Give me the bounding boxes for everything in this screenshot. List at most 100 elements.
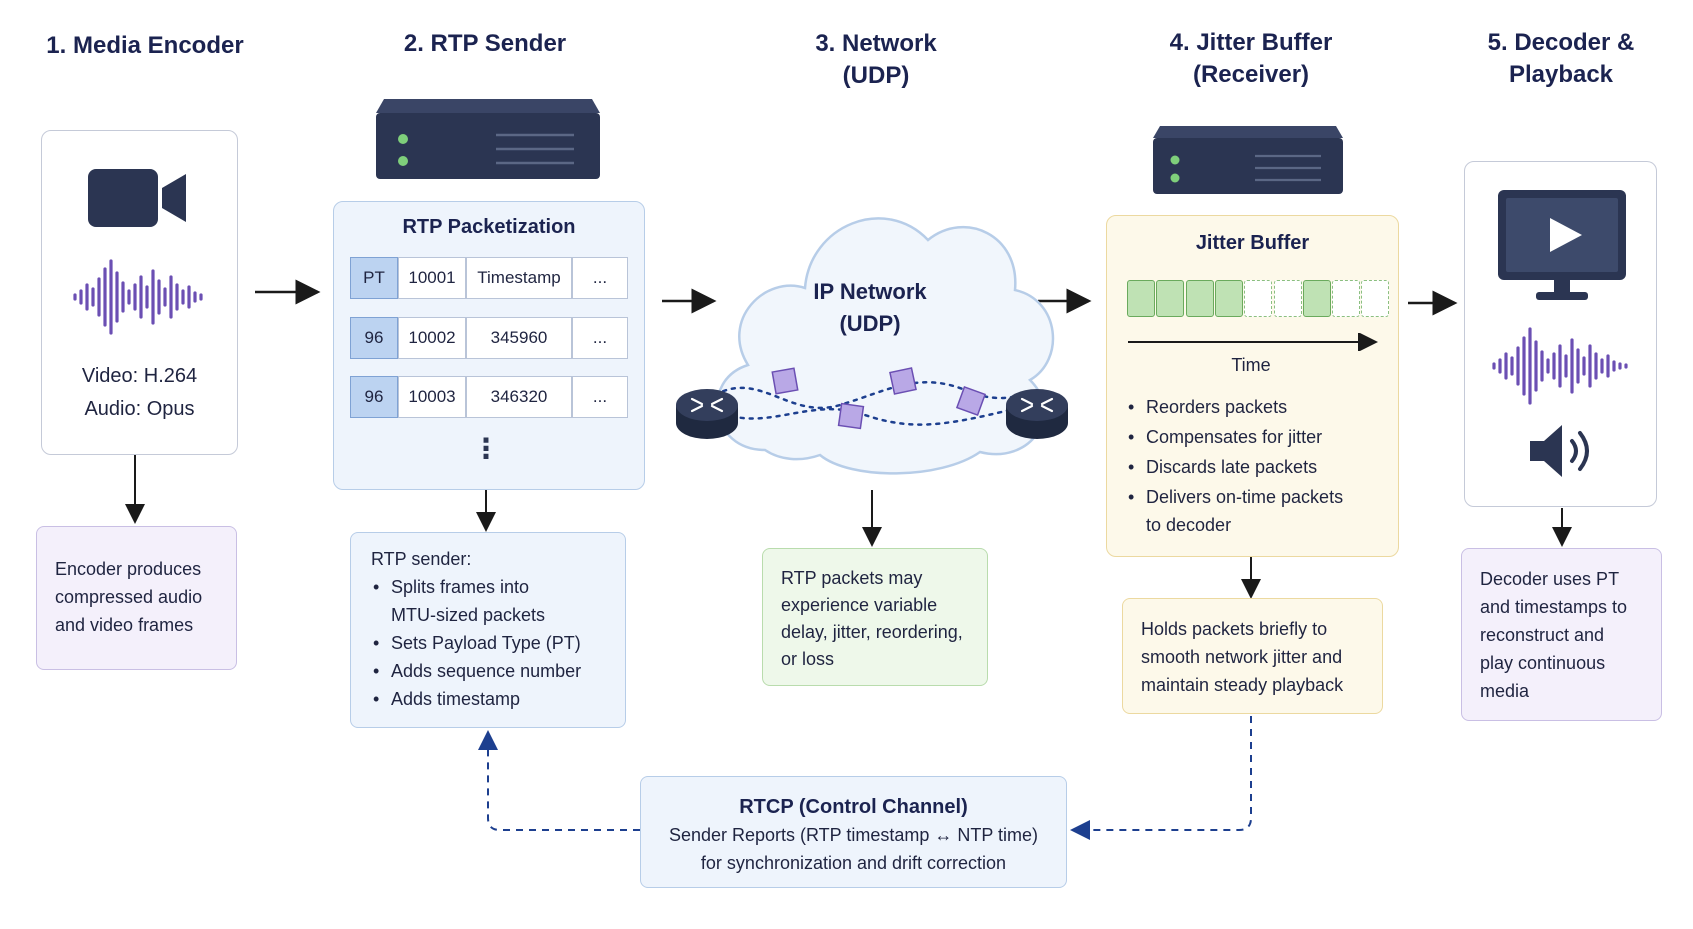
jitter-note: Holds packets briefly to smooth network …	[1122, 598, 1383, 714]
jitter-slot-empty	[1273, 280, 1302, 317]
encoder-codecs: Video: H.264 Audio: Opus	[41, 360, 238, 426]
jitter-buffer-item: Discards late packets	[1126, 452, 1391, 482]
jitter-slot-filled	[1214, 280, 1243, 317]
network-note-line: RTP packets may	[781, 568, 923, 588]
jitter-buffer-item-line: to decoder	[1146, 515, 1232, 535]
rtcp-title: RTCP (Control Channel)	[739, 796, 968, 818]
monitor-play-icon	[1498, 190, 1626, 300]
stage-title-encoder: 1. Media Encoder	[15, 30, 275, 62]
sender-note-item: Adds sequence number	[371, 657, 605, 685]
jitter-note-line: maintain steady playback	[1141, 675, 1344, 695]
stage-title-sender-text: 2. RTP Sender	[403, 30, 567, 57]
rtp-cell-seq: 10001	[398, 257, 466, 299]
rtp-packet-row: 96 10003 346320 ...	[350, 376, 628, 418]
rtp-cell-pt: 96	[350, 376, 398, 418]
network-label: IP Network (UDP)	[770, 276, 970, 340]
network-note: RTP packets may experience variable dela…	[762, 548, 988, 686]
rtp-cell-ts: 345960	[466, 317, 572, 359]
time-axis	[1128, 333, 1378, 351]
waveform-icon	[73, 259, 203, 335]
network-label-line1: IP Network	[813, 279, 927, 304]
jitter-slot-filled	[1127, 280, 1155, 317]
router-icon	[1006, 389, 1068, 439]
rtp-cell-ts: 346320	[466, 376, 572, 418]
rtcp-line2: for synchronization and drift correction	[700, 853, 1007, 873]
stage-title-encoder-text: 1. Media Encoder	[46, 32, 244, 59]
rtp-cell-more: ...	[572, 317, 628, 359]
sender-note-item: Sets Payload Type (PT)	[371, 629, 605, 657]
server-icon	[376, 99, 600, 179]
network-cloud	[713, 217, 1055, 475]
network-note-line: delay, jitter, reordering,	[781, 622, 963, 642]
rtcp-line1: Sender Reports (RTP timestamp ↔ NTP time…	[668, 825, 1039, 845]
network-note-line: experience variable	[781, 595, 938, 615]
jitter-buffer-item: Delivers on-time packets to decoder	[1126, 482, 1391, 538]
jitter-note-line: Holds packets briefly to	[1141, 619, 1328, 639]
jitter-buffer-item: Reorders packets	[1126, 392, 1391, 422]
rtp-cell-pt: PT	[350, 257, 398, 299]
jitter-buffer-list: Reorders packets Compensates for jitter …	[1126, 392, 1391, 538]
stage-title-decoder-line1: 5. Decoder &	[1487, 29, 1635, 56]
decoder-note-line: Decoder uses PT	[1480, 569, 1620, 589]
speaker-icon	[1530, 425, 1589, 477]
rtp-cell-more: ...	[572, 257, 628, 299]
packetization-title: RTP Packetization	[402, 216, 576, 238]
sender-note: RTP sender: Splits frames into MTU-sized…	[350, 532, 626, 728]
network-note-line: or loss	[781, 649, 835, 669]
jitter-slot-filled	[1185, 280, 1214, 317]
rtp-cell-seq: 10003	[398, 376, 466, 418]
encoder-note-line: compressed audio	[55, 587, 203, 607]
video-camera-icon	[88, 169, 186, 227]
stage-title-decoder-line2: Playback	[1508, 61, 1614, 88]
rtp-header-row: PT 10001 Timestamp ...	[350, 257, 628, 299]
encoder-audio-codec: Audio: Opus	[84, 398, 195, 420]
sender-note-item: Adds timestamp	[371, 685, 605, 713]
sender-note-heading: RTP sender:	[371, 549, 472, 569]
stage-title-jitter-line2: (Receiver)	[1192, 61, 1310, 88]
jitter-slot-empty	[1361, 280, 1390, 317]
time-axis-label: Time	[1231, 355, 1271, 375]
rtcp-feedback-from-jitter	[1070, 716, 1252, 840]
sender-note-item-line: Splits frames into	[391, 577, 530, 597]
stage-title-jitter: 4. Jitter Buffer (Receiver)	[1121, 27, 1381, 91]
decoder-note: Decoder uses PT and timestamps to recons…	[1461, 548, 1662, 721]
stage-title-network-line1: 3. Network	[815, 30, 937, 57]
rtp-cell-ts: Timestamp	[466, 257, 572, 299]
sender-note-item: Splits frames into MTU-sized packets	[371, 573, 605, 629]
router-icon	[676, 389, 738, 439]
decoder-note-line: reconstruct and	[1480, 625, 1605, 645]
jitter-slot-empty	[1244, 280, 1273, 317]
jitter-buffer-item: Compensates for jitter	[1126, 422, 1391, 452]
encoder-note-line: and video frames	[55, 615, 194, 635]
rtcp-feedback-to-sender	[478, 730, 640, 831]
stage-title-sender: 2. RTP Sender	[355, 28, 615, 60]
stage-title-network: 3. Network (UDP)	[746, 28, 1006, 92]
encoder-video-codec: Video: H.264	[81, 365, 198, 387]
jitter-buffer-title: Jitter Buffer	[1195, 232, 1310, 254]
encoder-note: Encoder produces compressed audio and vi…	[36, 526, 237, 670]
rtp-cell-more: ...	[572, 376, 628, 418]
stage-title-decoder: 5. Decoder & Playback	[1431, 27, 1691, 91]
waveform-icon	[1492, 327, 1628, 405]
decoder-note-line: media	[1480, 681, 1530, 701]
packetization-more-rows: ⋮	[472, 433, 500, 464]
sender-note-list: Splits frames into MTU-sized packets Set…	[371, 573, 605, 713]
decoder-note-line: and timestamps to	[1480, 597, 1628, 617]
jitter-slot-empty	[1332, 280, 1361, 317]
jitter-buffer-item-line: Delivers on-time packets	[1146, 487, 1344, 507]
jitter-slot-filled	[1156, 280, 1185, 317]
sender-note-item-line: MTU-sized packets	[391, 605, 546, 625]
stage-title-jitter-line1: 4. Jitter Buffer	[1169, 29, 1333, 56]
jitter-note-line: smooth network jitter and	[1141, 647, 1343, 667]
rtp-cell-seq: 10002	[398, 317, 466, 359]
encoder-note-line: Encoder produces	[55, 559, 202, 579]
network-label-line2: (UDP)	[839, 311, 901, 336]
rtp-packet-row: 96 10002 345960 ...	[350, 317, 628, 359]
rtp-cell-pt: 96	[350, 317, 398, 359]
server-icon	[1153, 126, 1343, 194]
stage-title-network-line2: (UDP)	[842, 62, 910, 89]
jitter-slot-filled	[1302, 280, 1331, 317]
rtcp-box: RTCP (Control Channel) Sender Reports (R…	[640, 776, 1067, 888]
decoder-note-line: play continuous	[1480, 653, 1606, 673]
